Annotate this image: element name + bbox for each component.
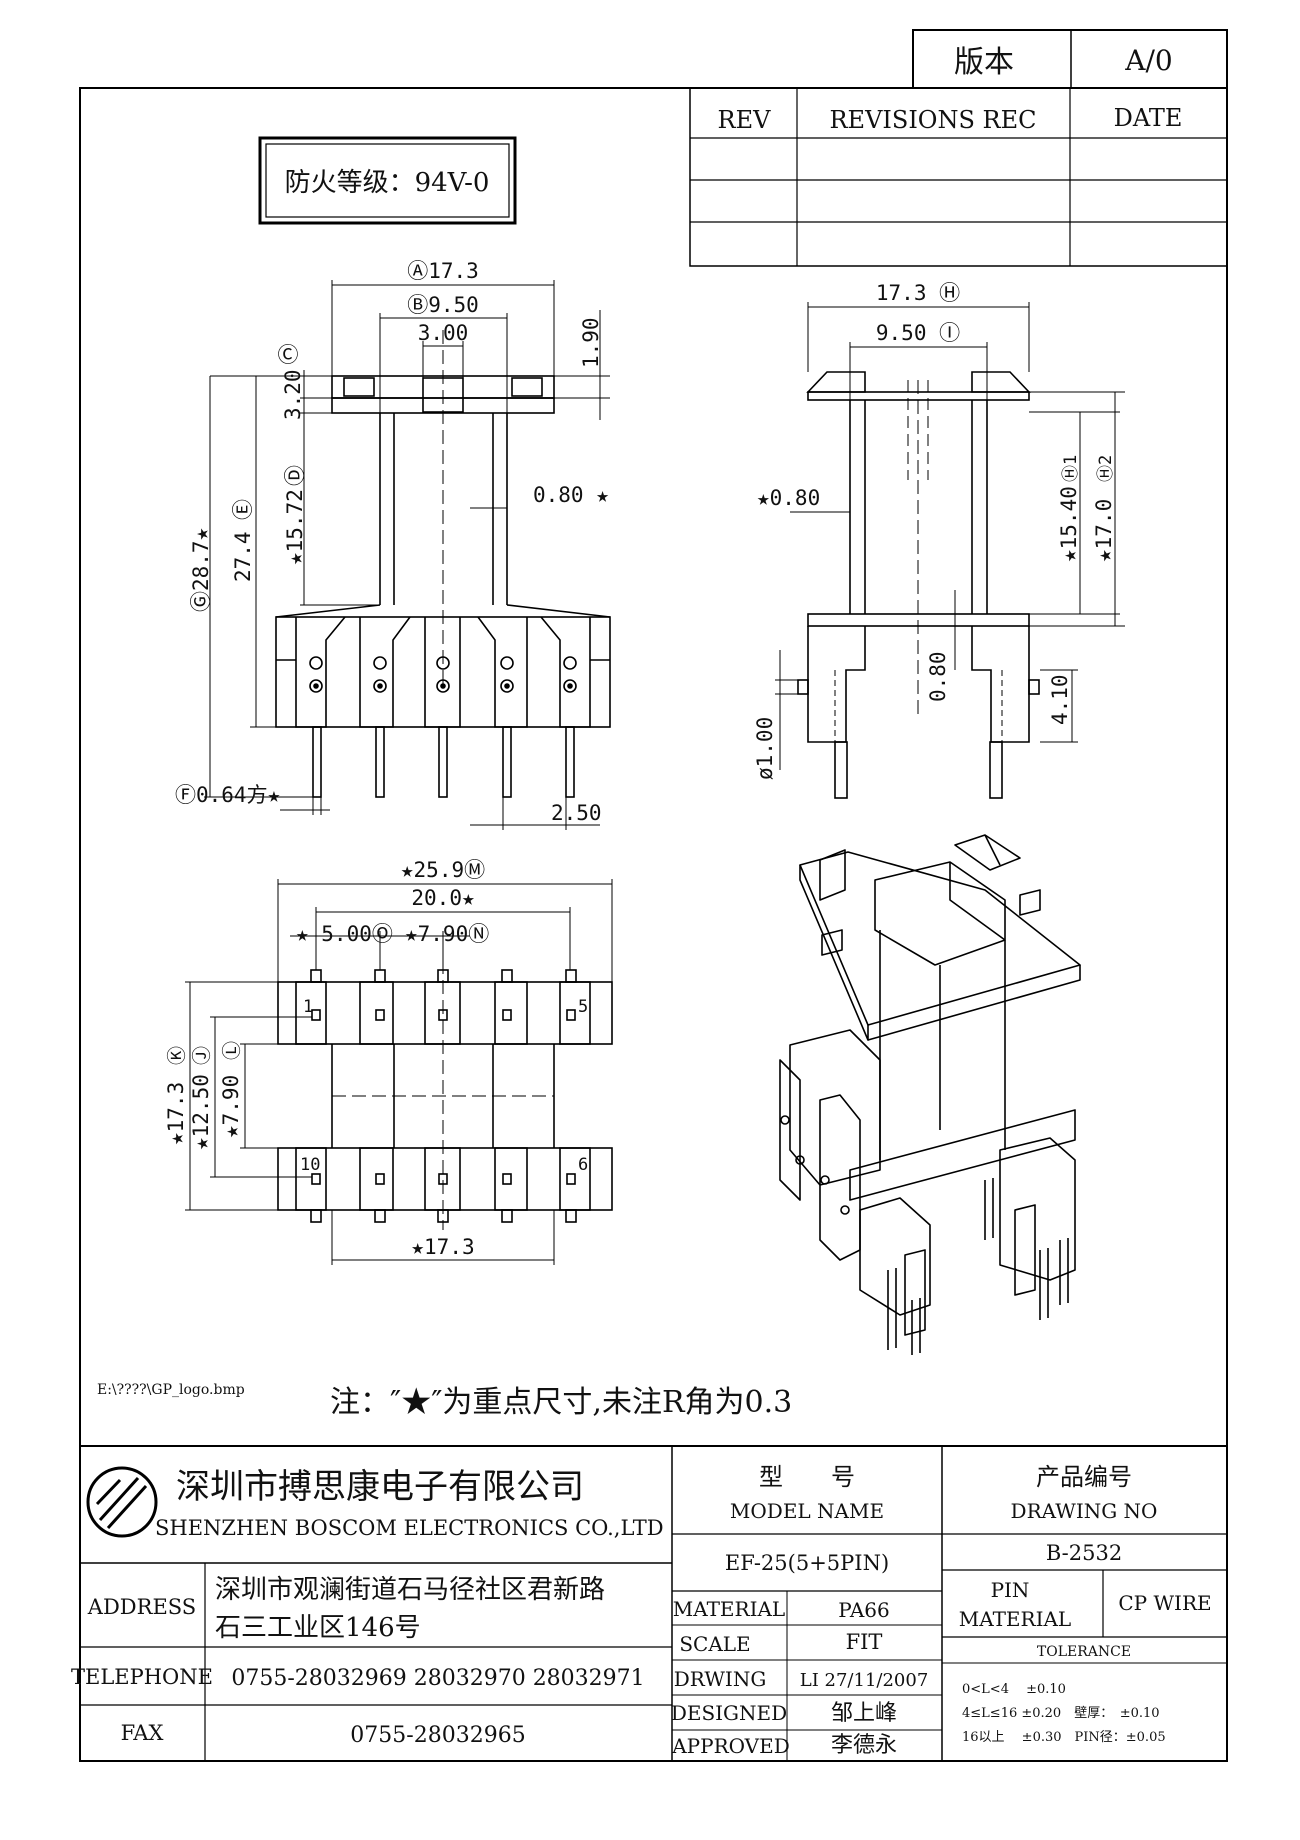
company-logo — [86, 1466, 158, 1538]
tolerance-row-3: 16以上 ±0.30 PIN径：±0.05 — [962, 1730, 1166, 1745]
dim-h1: Ⓗ1 — [1061, 455, 1081, 482]
fax-value: 0755-28032965 — [350, 1723, 525, 1748]
date-header: DATE — [1114, 104, 1183, 132]
dim-h2: Ⓗ2 — [1096, 455, 1116, 482]
approved-value: 李德永 — [831, 1733, 897, 1758]
telephone-value: 0755-28032969 28032970 28032971 — [231, 1666, 644, 1691]
dim-f-0-64: Ⓕ0.64方★ — [175, 783, 281, 807]
pin-material-label-1: PIN — [991, 1578, 1030, 1602]
tolerance-label: TOLERANCE — [1037, 1644, 1131, 1660]
drawing-no-label-en: DRAWING NO — [1011, 1499, 1158, 1523]
address-line-2: 石三工业区146号 — [215, 1613, 421, 1643]
dim-side-0-80b: 0.80 — [926, 651, 950, 702]
designed-label: DESIGNED — [671, 1701, 787, 1725]
dim-h: 17.3 Ⓗ — [876, 281, 960, 305]
company-name-en: SHENZHEN BOSCOM ELECTRONICS CO.,LTD — [155, 1516, 664, 1540]
dim-7-90: ★7.90 — [219, 1075, 243, 1138]
address-label: ADDRESS — [87, 1595, 196, 1619]
label-c: Ⓒ — [278, 343, 299, 367]
designed-value: 邹上峰 — [831, 1701, 897, 1726]
dim-17-0: ★17.0 — [1092, 499, 1116, 562]
bottom-view — [185, 879, 613, 1265]
drawing-label: DRWING — [674, 1667, 767, 1691]
tolerance-row-1: 0<L<4 ±0.10 — [962, 1682, 1066, 1697]
dim-15-72: ★15.72 — [283, 489, 307, 565]
dim-i: 9.50 Ⓘ — [876, 321, 960, 345]
scale-label: SCALE — [679, 1632, 750, 1656]
dim-15-40: ★15.40 — [1057, 486, 1081, 562]
dim-3-00: 3.00 — [418, 321, 469, 345]
dim-2-50: 2.50 — [551, 801, 602, 825]
front-view — [204, 280, 611, 830]
address-line-1: 深圳市观澜街道石马径社区君新路 — [215, 1575, 605, 1605]
dim-27-4: 27.4 — [231, 531, 255, 582]
label-l: Ⓛ — [221, 1041, 243, 1060]
side-view-dimensions: 17.3 Ⓗ 9.50 Ⓘ ★0.80 Ⓗ1 ★15.40 Ⓗ2 ★17.0 0… — [753, 281, 1116, 780]
model-value: EF-25(5+5PIN) — [725, 1551, 889, 1575]
pin-6-label: 6 — [578, 1155, 588, 1175]
fire-rating-box: 防火等级：94V-0 — [258, 136, 517, 225]
fire-rating-text: 防火等级：94V-0 — [285, 168, 490, 198]
dim-m: ★25.9Ⓜ — [401, 858, 485, 882]
bottom-view-dimensions: ★25.9Ⓜ 20.0★ ★ 5.00Ⓞ ★7.90Ⓝ 1 5 10 6 Ⓚ ★… — [164, 858, 588, 1259]
dim-1-00: ø1.00 — [753, 717, 777, 780]
label-j: Ⓙ — [191, 1046, 213, 1065]
label-k: Ⓚ — [166, 1046, 188, 1065]
dim-20-0: 20.0★ — [411, 886, 475, 910]
pin-10-label: 10 — [300, 1155, 320, 1175]
pin-1-label: 1 — [303, 997, 313, 1017]
version-value: A/0 — [1124, 44, 1172, 77]
dim-3-20: 3.20 — [281, 369, 305, 420]
drawing-no-value: B-2532 — [1046, 1541, 1122, 1565]
dim-0-80: 0.80 ★ — [533, 483, 609, 507]
dim-b: Ⓑ9.50 — [407, 293, 479, 317]
pin-5-label: 5 — [578, 997, 588, 1017]
pin-material-value: CP WIRE — [1118, 1591, 1211, 1615]
title-block — [80, 1445, 1227, 1761]
model-label-en: MODEL NAME — [730, 1499, 884, 1523]
drawing-note: 注：″★″为重点尺寸,未注R角为0.3 — [330, 1385, 792, 1420]
dim-4-10: 4.10 — [1048, 674, 1072, 725]
telephone-label: TELEPHONE — [71, 1665, 213, 1689]
isometric-view — [779, 834, 1081, 1355]
label-e: Ⓔ — [231, 499, 255, 520]
front-view-dimensions: Ⓐ17.3 Ⓑ9.50 3.00 1.90 Ⓒ 3.20 Ⓓ ★15.72 0.… — [175, 259, 609, 825]
dim-o: ★ 5.00Ⓞ — [296, 922, 393, 946]
approved-label: APPROVED — [671, 1734, 790, 1758]
version-box: 版本 A/0 — [912, 29, 1228, 89]
pin-material-label-2: MATERIAL — [959, 1607, 1071, 1631]
model-label-cn: 型 号 — [759, 1463, 855, 1491]
logo-path-text: E:\????\GP_logo.bmp — [97, 1382, 245, 1398]
dim-a: Ⓐ17.3 — [407, 259, 479, 283]
drawing-value: LI 27/11/2007 — [800, 1670, 929, 1691]
revisions-table: REV REVISIONS REC DATE — [689, 87, 1228, 267]
company-name-cn: 深圳市搏思康电子有限公司 — [176, 1467, 584, 1507]
dim-1-90: 1.90 — [579, 317, 603, 368]
dim-side-0-80: ★0.80 — [757, 486, 820, 510]
scale-value: FIT — [846, 1630, 883, 1654]
dim-g-28-7: Ⓖ28.7★ — [189, 527, 213, 612]
sheet-border — [79, 87, 1228, 1762]
tolerance-row-2: 4≤L≤16 ±0.20 壁厚： ±0.10 — [962, 1706, 1160, 1721]
dim-n: ★7.90Ⓝ — [405, 922, 489, 946]
dim-k-17-3: ★17.3 — [164, 1082, 188, 1145]
dim-bottom-17-3: ★17.3 — [411, 1235, 474, 1259]
label-d: Ⓓ — [283, 465, 307, 486]
rev-header: REV — [718, 106, 772, 134]
fax-label: FAX — [121, 1721, 164, 1745]
material-value: PA66 — [838, 1598, 890, 1622]
version-label: 版本 — [954, 45, 1014, 80]
material-label: MATERIAL — [673, 1597, 785, 1621]
dim-12-50: ★12.50 — [189, 1074, 213, 1150]
side-view — [775, 302, 1125, 799]
drawing-no-label-cn: 产品编号 — [1036, 1463, 1132, 1491]
revisions-rec-header: REVISIONS REC — [829, 106, 1036, 134]
